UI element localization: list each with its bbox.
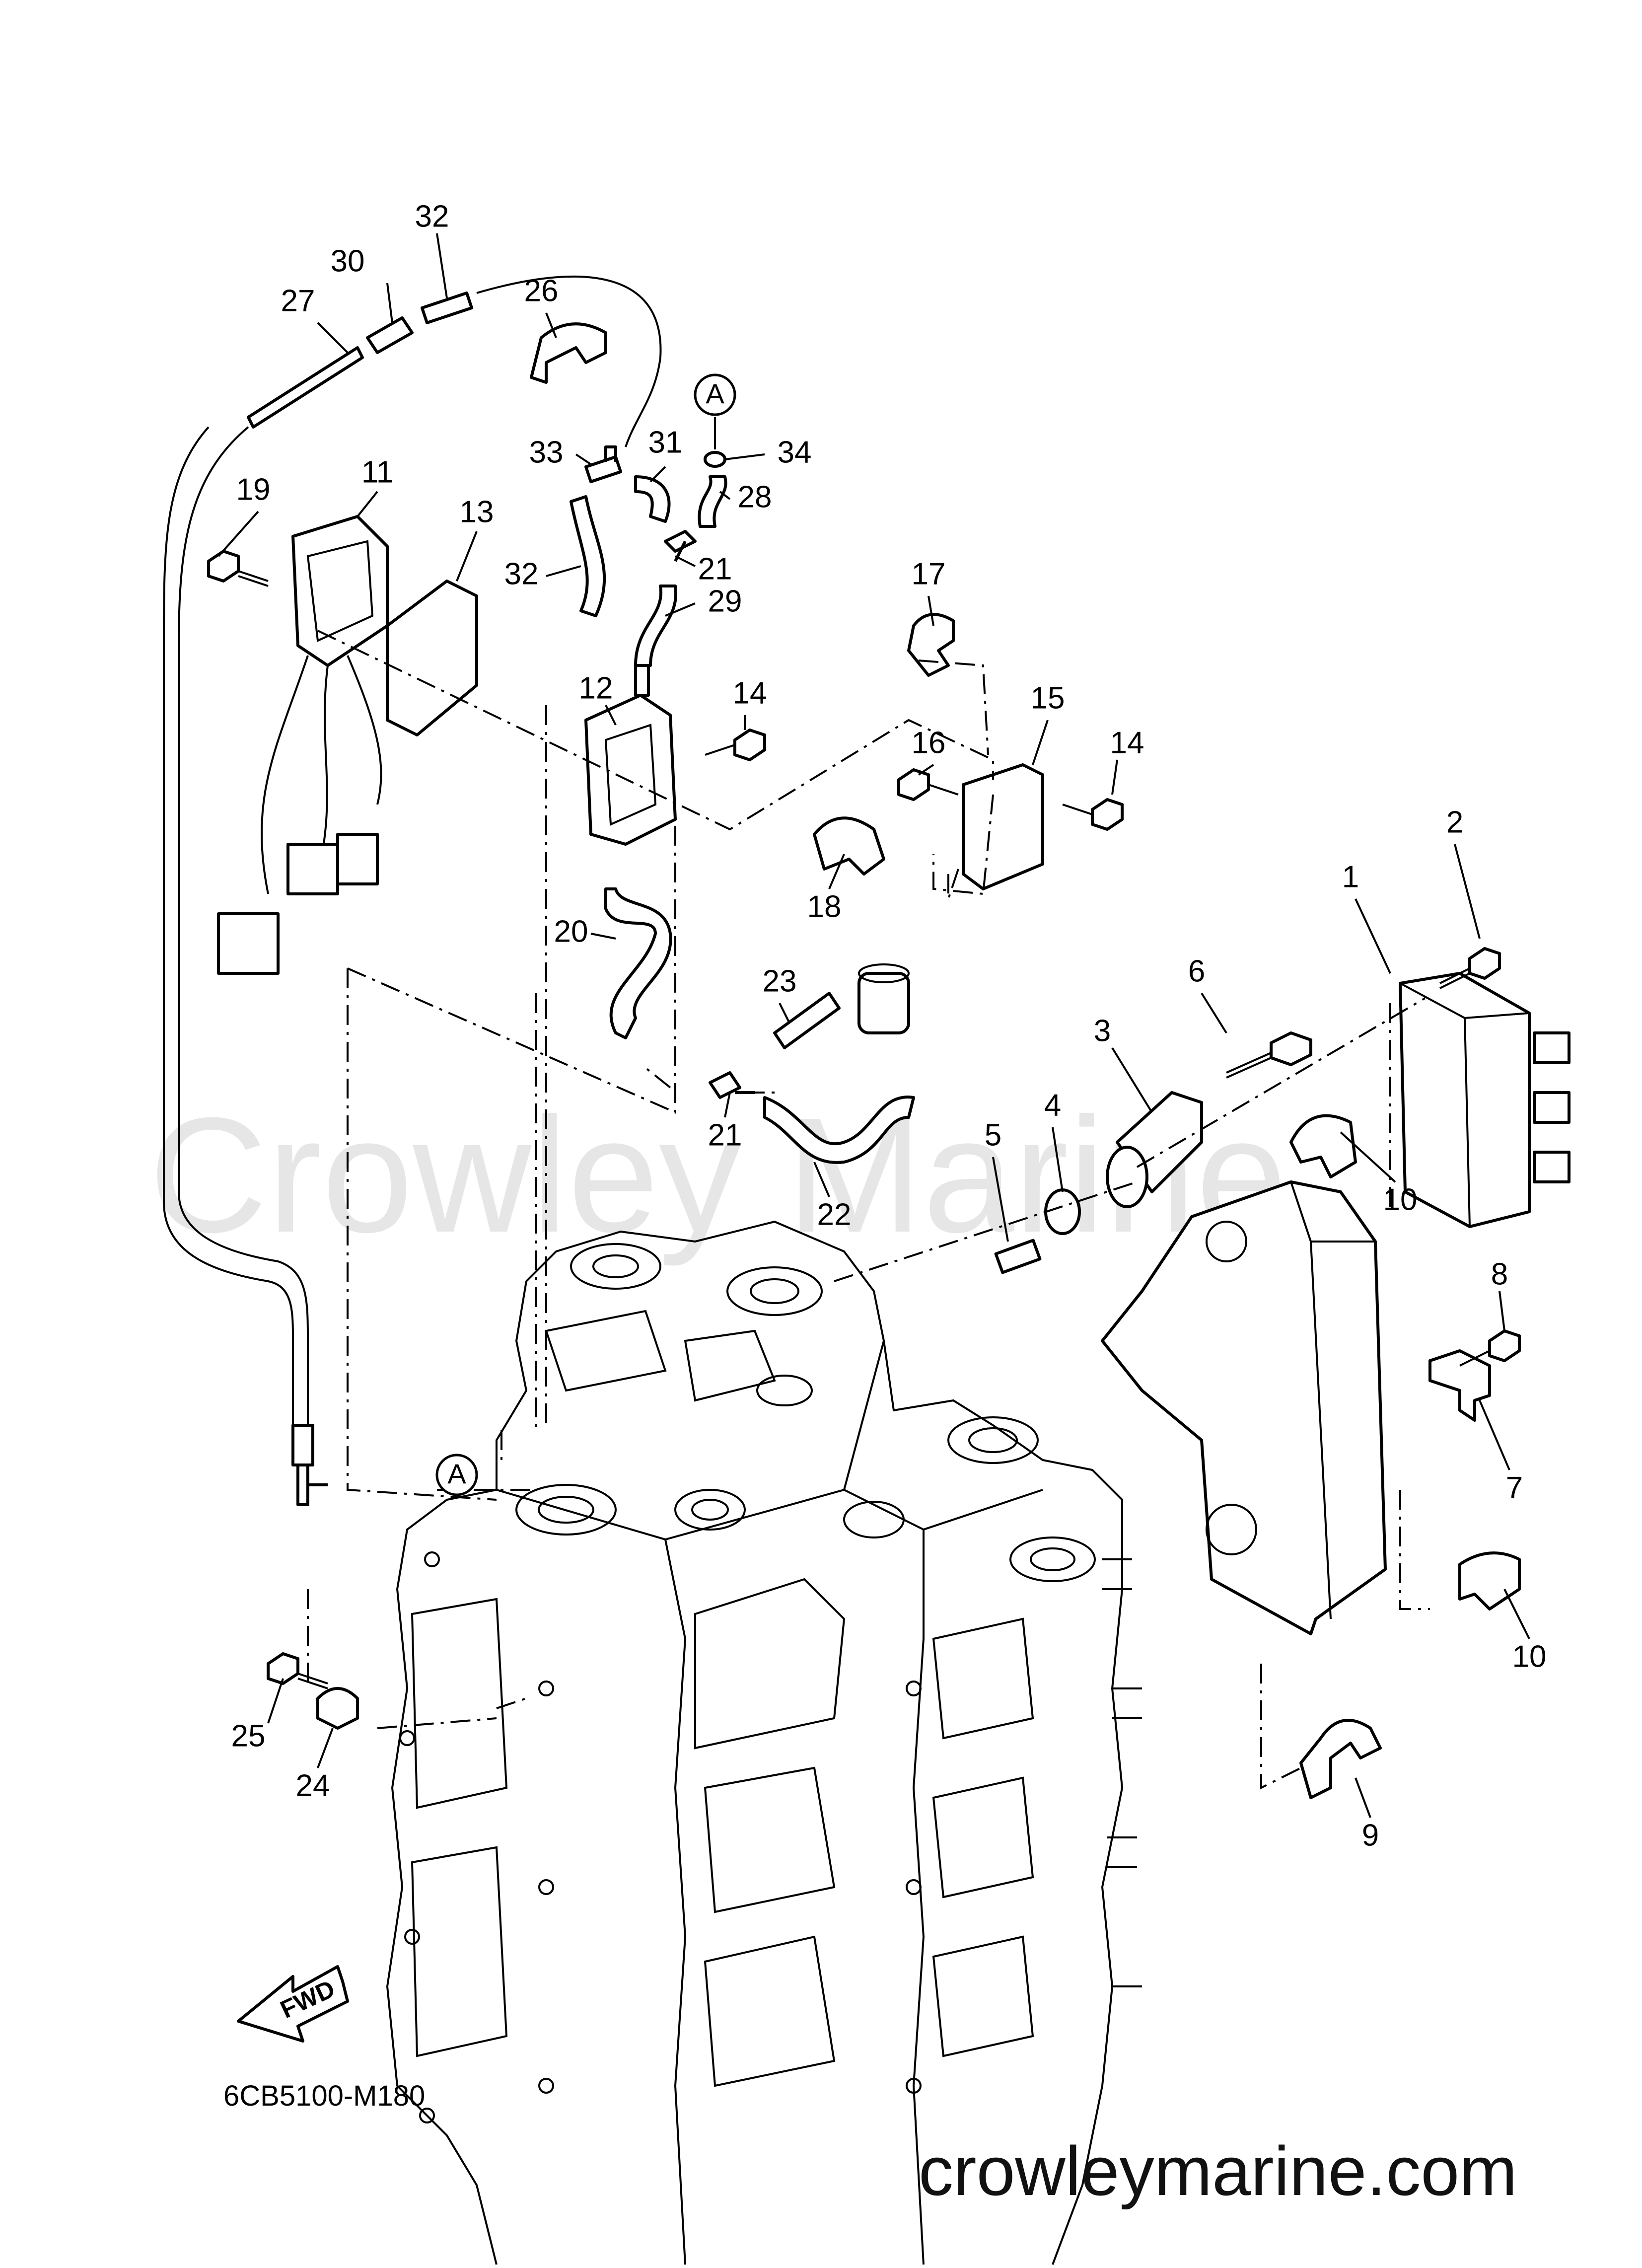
leader-lines	[217, 233, 1530, 1818]
callout-21b: 21	[708, 1118, 742, 1152]
part-27-hose	[247, 346, 364, 429]
part-31-hose	[634, 475, 671, 523]
callout-19: 19	[236, 472, 271, 507]
part-33-tee	[584, 445, 622, 483]
callout-labels: 1 2 3 4 5 6 7 8 9 10 10 11 12 13 14 14 1…	[231, 199, 1547, 1852]
part-16-bolt	[897, 768, 959, 801]
part-25-bolt	[267, 1652, 328, 1689]
bracket-plate	[1101, 1180, 1387, 1635]
callout-13: 13	[460, 495, 494, 529]
callout-2: 2	[1446, 805, 1463, 839]
part-29-hose	[634, 585, 678, 667]
part-32-hose-top	[421, 292, 473, 324]
callout-3: 3	[1094, 1014, 1111, 1048]
part-21-fitting-a	[664, 530, 697, 562]
reference-mark-a-bottom: A	[435, 1454, 478, 1496]
part-11-module	[217, 515, 389, 975]
callout-20: 20	[554, 914, 588, 949]
breather-line	[163, 276, 662, 1506]
part-28-hose	[698, 475, 727, 528]
callout-17: 17	[912, 557, 946, 591]
engine-block	[386, 1220, 1142, 2265]
callout-4: 4	[1044, 1088, 1061, 1122]
part-30-joint	[366, 316, 414, 354]
part-7-clip	[1428, 1349, 1491, 1422]
callout-31: 31	[648, 425, 683, 459]
callout-9: 9	[1362, 1818, 1379, 1852]
part-8-bolt	[1459, 1329, 1521, 1367]
callout-23: 23	[763, 964, 797, 998]
part-1-ecu	[1399, 972, 1571, 1228]
callout-12: 12	[579, 671, 613, 705]
part-14-bolt-a	[705, 729, 766, 761]
callout-32b: 32	[504, 557, 539, 591]
callout-28: 28	[738, 480, 772, 514]
callout-1: 1	[1342, 860, 1359, 894]
part-19-bolt	[207, 550, 269, 587]
website-label[interactable]: crowleymarine.com	[919, 2132, 1517, 2210]
part-14-bolt-b	[1062, 798, 1124, 831]
callout-32a: 32	[415, 199, 449, 233]
part-10-clamp-b	[1458, 1551, 1521, 1610]
part-9-clamp	[1299, 1719, 1382, 1799]
part-32-hose-bottom	[570, 495, 606, 617]
callout-6: 6	[1188, 954, 1205, 988]
reference-mark-a-bottom-letter: A	[447, 1458, 466, 1489]
part-13-gasket	[386, 580, 478, 736]
reference-mark-a-top: A	[694, 373, 736, 416]
part-23-hose	[773, 992, 841, 1049]
part-4-damper	[1044, 1188, 1081, 1235]
part-20-hose	[604, 887, 672, 1039]
part-24-clamp	[316, 1687, 359, 1730]
part-18-clamp	[813, 816, 885, 876]
callout-24: 24	[296, 1768, 330, 1803]
callout-33: 33	[529, 435, 564, 469]
callout-34: 34	[778, 435, 812, 469]
callout-26: 26	[524, 274, 559, 308]
callout-7: 7	[1506, 1470, 1523, 1505]
part-10-clamp-a	[1289, 1114, 1357, 1178]
fuel-filter	[857, 963, 910, 1034]
callout-27: 27	[281, 284, 315, 318]
diagram-code: 6CB5100-M180	[223, 2080, 425, 2112]
reference-mark-a-top-letter: A	[706, 378, 724, 409]
callout-10b: 10	[1512, 1639, 1547, 1674]
part-34-nut	[704, 451, 726, 468]
fwd-arrow: FWD	[237, 1965, 349, 2043]
callout-25: 25	[231, 1719, 266, 1753]
callout-10a: 10	[1383, 1182, 1418, 1217]
callout-14a: 14	[733, 676, 767, 710]
part-15-bracket	[962, 763, 1044, 890]
callout-18: 18	[807, 889, 842, 924]
part-5-collar	[994, 1239, 1042, 1274]
part-12-pump	[584, 664, 677, 846]
part-6-bolt	[1226, 1031, 1312, 1079]
part-26-clamp	[530, 322, 607, 384]
part-17-clip	[907, 613, 955, 677]
callout-14b: 14	[1110, 726, 1144, 760]
callout-22: 22	[817, 1197, 852, 1232]
callout-15: 15	[1031, 681, 1065, 715]
callout-5: 5	[985, 1118, 1001, 1152]
callout-29: 29	[708, 584, 742, 618]
part-22-hose	[763, 1096, 915, 1164]
callout-8: 8	[1491, 1257, 1508, 1291]
callout-21a: 21	[698, 552, 732, 586]
callout-11: 11	[361, 455, 393, 489]
callout-30: 30	[331, 244, 365, 278]
part-2-bolt	[1439, 947, 1501, 989]
callout-16: 16	[912, 726, 946, 760]
